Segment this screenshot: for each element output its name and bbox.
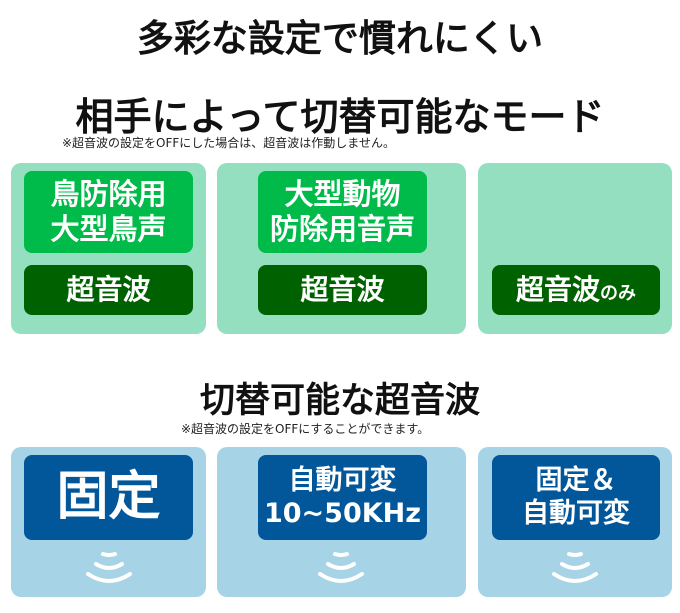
- bird-voice-label: 鳥防除用大型鳥声: [24, 171, 193, 253]
- voice-line-2: 防除用音声: [269, 212, 415, 246]
- line-1: 固定＆: [535, 465, 617, 497]
- ultra-text: 超音波: [515, 273, 600, 307]
- line-2: 10~50KHz: [263, 497, 421, 529]
- sound-wave-icon: [86, 552, 132, 583]
- ultrasonic-only-label: 超音波のみ: [492, 265, 660, 315]
- fixed-label: 固定: [24, 455, 193, 540]
- sound-wave-icon: [552, 552, 598, 583]
- ultrasonic-title: 切替可能な超音波: [199, 381, 480, 421]
- ultrasonic-label-2: 超音波: [258, 265, 427, 315]
- main-title: 多彩な設定で慣れにくい: [136, 17, 544, 60]
- animal-voice-label: 大型動物防除用音声: [258, 171, 427, 253]
- sound-wave-icon: [318, 552, 364, 583]
- voice-line-1: 大型動物: [284, 177, 401, 212]
- ultra-suffix: のみ: [600, 283, 636, 305]
- voice-line-2: 大型鳥声: [50, 212, 167, 246]
- line-2: 自動可変: [522, 497, 630, 529]
- fixed-and-auto-label: 固定＆自動可変: [492, 455, 660, 540]
- ultrasonic-note: ※超音波の設定をOFFにすることができます。: [181, 422, 430, 436]
- voice-line-1: 鳥防除用: [50, 177, 167, 212]
- modes-note: ※超音波の設定をOFFにした場合は、超音波は作動しません。: [62, 136, 395, 150]
- line-1: 自動可変: [288, 465, 397, 497]
- modes-title: 相手によって切替可能なモード: [75, 95, 605, 139]
- ultrasonic-label-1: 超音波: [24, 265, 193, 315]
